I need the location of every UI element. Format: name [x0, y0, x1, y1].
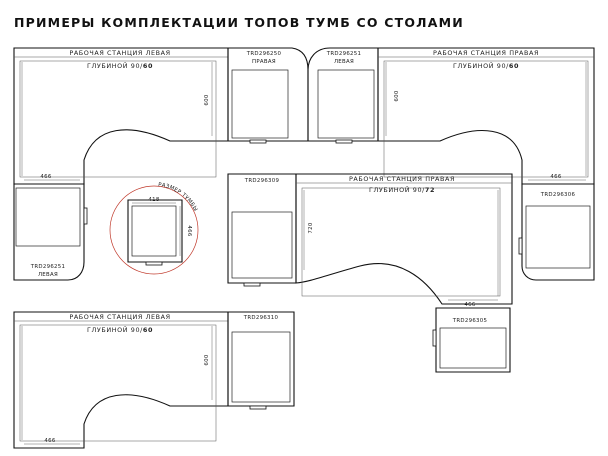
ws-right-center-title: РАБОЧАЯ СТАНЦИЯ ПРАВАЯ [349, 175, 455, 183]
pedestal-trd296251-top: TRD296251 ЛЕВАЯ [307, 47, 379, 144]
ws-right-top-title: РАБОЧАЯ СТАНЦИЯ ПРАВАЯ [433, 49, 539, 57]
trd296250-code: TRD296250 [246, 51, 282, 57]
trd296251-top-side: ЛЕВАЯ [334, 59, 354, 65]
ws-right-top-depth: ГЛУБИНОЙ 90/60 [453, 61, 519, 70]
trd296251-bottom-code: TRD296251 [30, 264, 65, 270]
ws-left-bottom-dim-600: 600 [204, 354, 210, 365]
detail-dim-466: 466 [186, 225, 192, 236]
pedestal-trd296305: TRD296305 [432, 307, 511, 373]
ws-right-center-dim-720: 720 [308, 222, 314, 233]
ws-left-top-dim-600: 600 [204, 94, 210, 105]
ws-right-center-depth: ГЛУБИНОЙ 90/72 [369, 185, 435, 194]
trd296309-code: TRD296309 [244, 178, 280, 184]
ws-left-top-depth: ГЛУБИНОЙ 90/60 [87, 61, 153, 70]
pedestal-trd296306: TRD296306 [518, 183, 595, 281]
ws-left-bottom-dim-466: 466 [44, 438, 55, 444]
trd296310-code: TRD296310 [243, 315, 279, 321]
ws-left-bottom-depth: ГЛУБИНОЙ 90/60 [87, 325, 153, 334]
ws-left-top-title: РАБОЧАЯ СТАНЦИЯ ЛЕВАЯ [69, 49, 170, 57]
ws-right-top-dim-466: 466 [550, 174, 561, 180]
pedestal-trd296310: TRD296310 [227, 311, 295, 410]
trd296306-code: TRD296306 [540, 192, 576, 198]
ws-right-center-dim-466: 466 [464, 302, 475, 308]
trd296251-bottom-side: ЛЕВАЯ [38, 272, 58, 278]
page-title: ПРИМЕРЫ КОМПЛЕКТАЦИИ ТОПОВ ТУМБ СО СТОЛА… [14, 15, 464, 30]
ws-left-top-dim-466: 466 [40, 174, 51, 180]
pedestal-trd296309: TRD296309 [227, 173, 297, 287]
ws-right-top-dim-600: 600 [394, 90, 400, 101]
detail-circle [109, 185, 199, 275]
trd296305-code: TRD296305 [452, 318, 487, 324]
workstation-left-bottom: РАБОЧАЯ СТАНЦИЯ ЛЕВАЯ ГЛУБИНОЙ 90/60 600… [13, 311, 229, 449]
trd296250-side: ПРАВАЯ [252, 59, 276, 65]
ws-left-bottom-title: РАБОЧАЯ СТАНЦИЯ ЛЕВАЯ [69, 313, 170, 321]
detail-dim-418: 418 [148, 197, 159, 203]
pedestal-size-detail: 418 466 РАЗМЕР ТУМБЫ [109, 182, 199, 275]
workstation-right-top: РАБОЧАЯ СТАНЦИЯ ПРАВАЯ ГЛУБИНОЙ 90/60 60… [377, 47, 595, 185]
pedestal-trd296250: TRD296250 ПРАВАЯ [227, 47, 309, 144]
pedestal-trd296251-bottom: TRD296251 ЛЕВАЯ [13, 183, 88, 281]
workstation-right-center: РАБОЧАЯ СТАНЦИЯ ПРАВАЯ ГЛУБИНОЙ 90/72 72… [295, 173, 513, 308]
trd296251-top-code: TRD296251 [326, 51, 361, 57]
workstation-left-top: РАБОЧАЯ СТАНЦИЯ ЛЕВАЯ ГЛУБИНОЙ 90/60 600… [13, 47, 229, 185]
